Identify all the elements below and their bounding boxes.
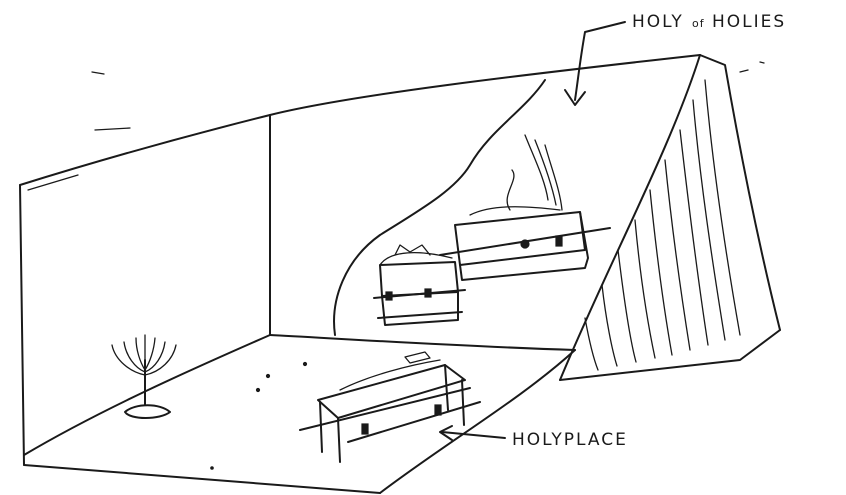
roof-left-hatch	[28, 175, 78, 190]
altar-of-incense	[374, 245, 465, 325]
left-wall-bottom-edge	[24, 465, 380, 493]
veil-left-curve	[334, 80, 545, 335]
table-of-showbread	[300, 352, 480, 462]
holy-of-holies-leader-line	[575, 22, 625, 100]
right-wall-hatching	[585, 80, 740, 370]
roof-left-edge	[20, 115, 270, 185]
building-outline	[20, 55, 780, 493]
floor-left-edge	[24, 335, 270, 455]
roof-back-edge	[270, 55, 700, 115]
floor-back-edge	[270, 335, 575, 350]
right-wall-outer-edge	[700, 55, 780, 330]
floor-front-edge	[380, 350, 575, 493]
stray-marks	[92, 62, 764, 469]
left-wall-left-edge	[20, 185, 24, 465]
holy-of-holies-word-1: HOLY	[632, 12, 684, 32]
ark-of-covenant	[440, 207, 610, 280]
holy-place-leader-line	[442, 432, 505, 438]
smoke-curl	[507, 170, 514, 210]
floor	[24, 335, 575, 493]
menorah	[112, 335, 176, 418]
holy-of-holies-word-2: HOLIES	[712, 12, 786, 32]
veil-glow-lines	[525, 135, 562, 210]
holy-place-text: HOLYPLACE	[512, 430, 628, 450]
holy-of-holies-connector: of	[692, 17, 705, 30]
